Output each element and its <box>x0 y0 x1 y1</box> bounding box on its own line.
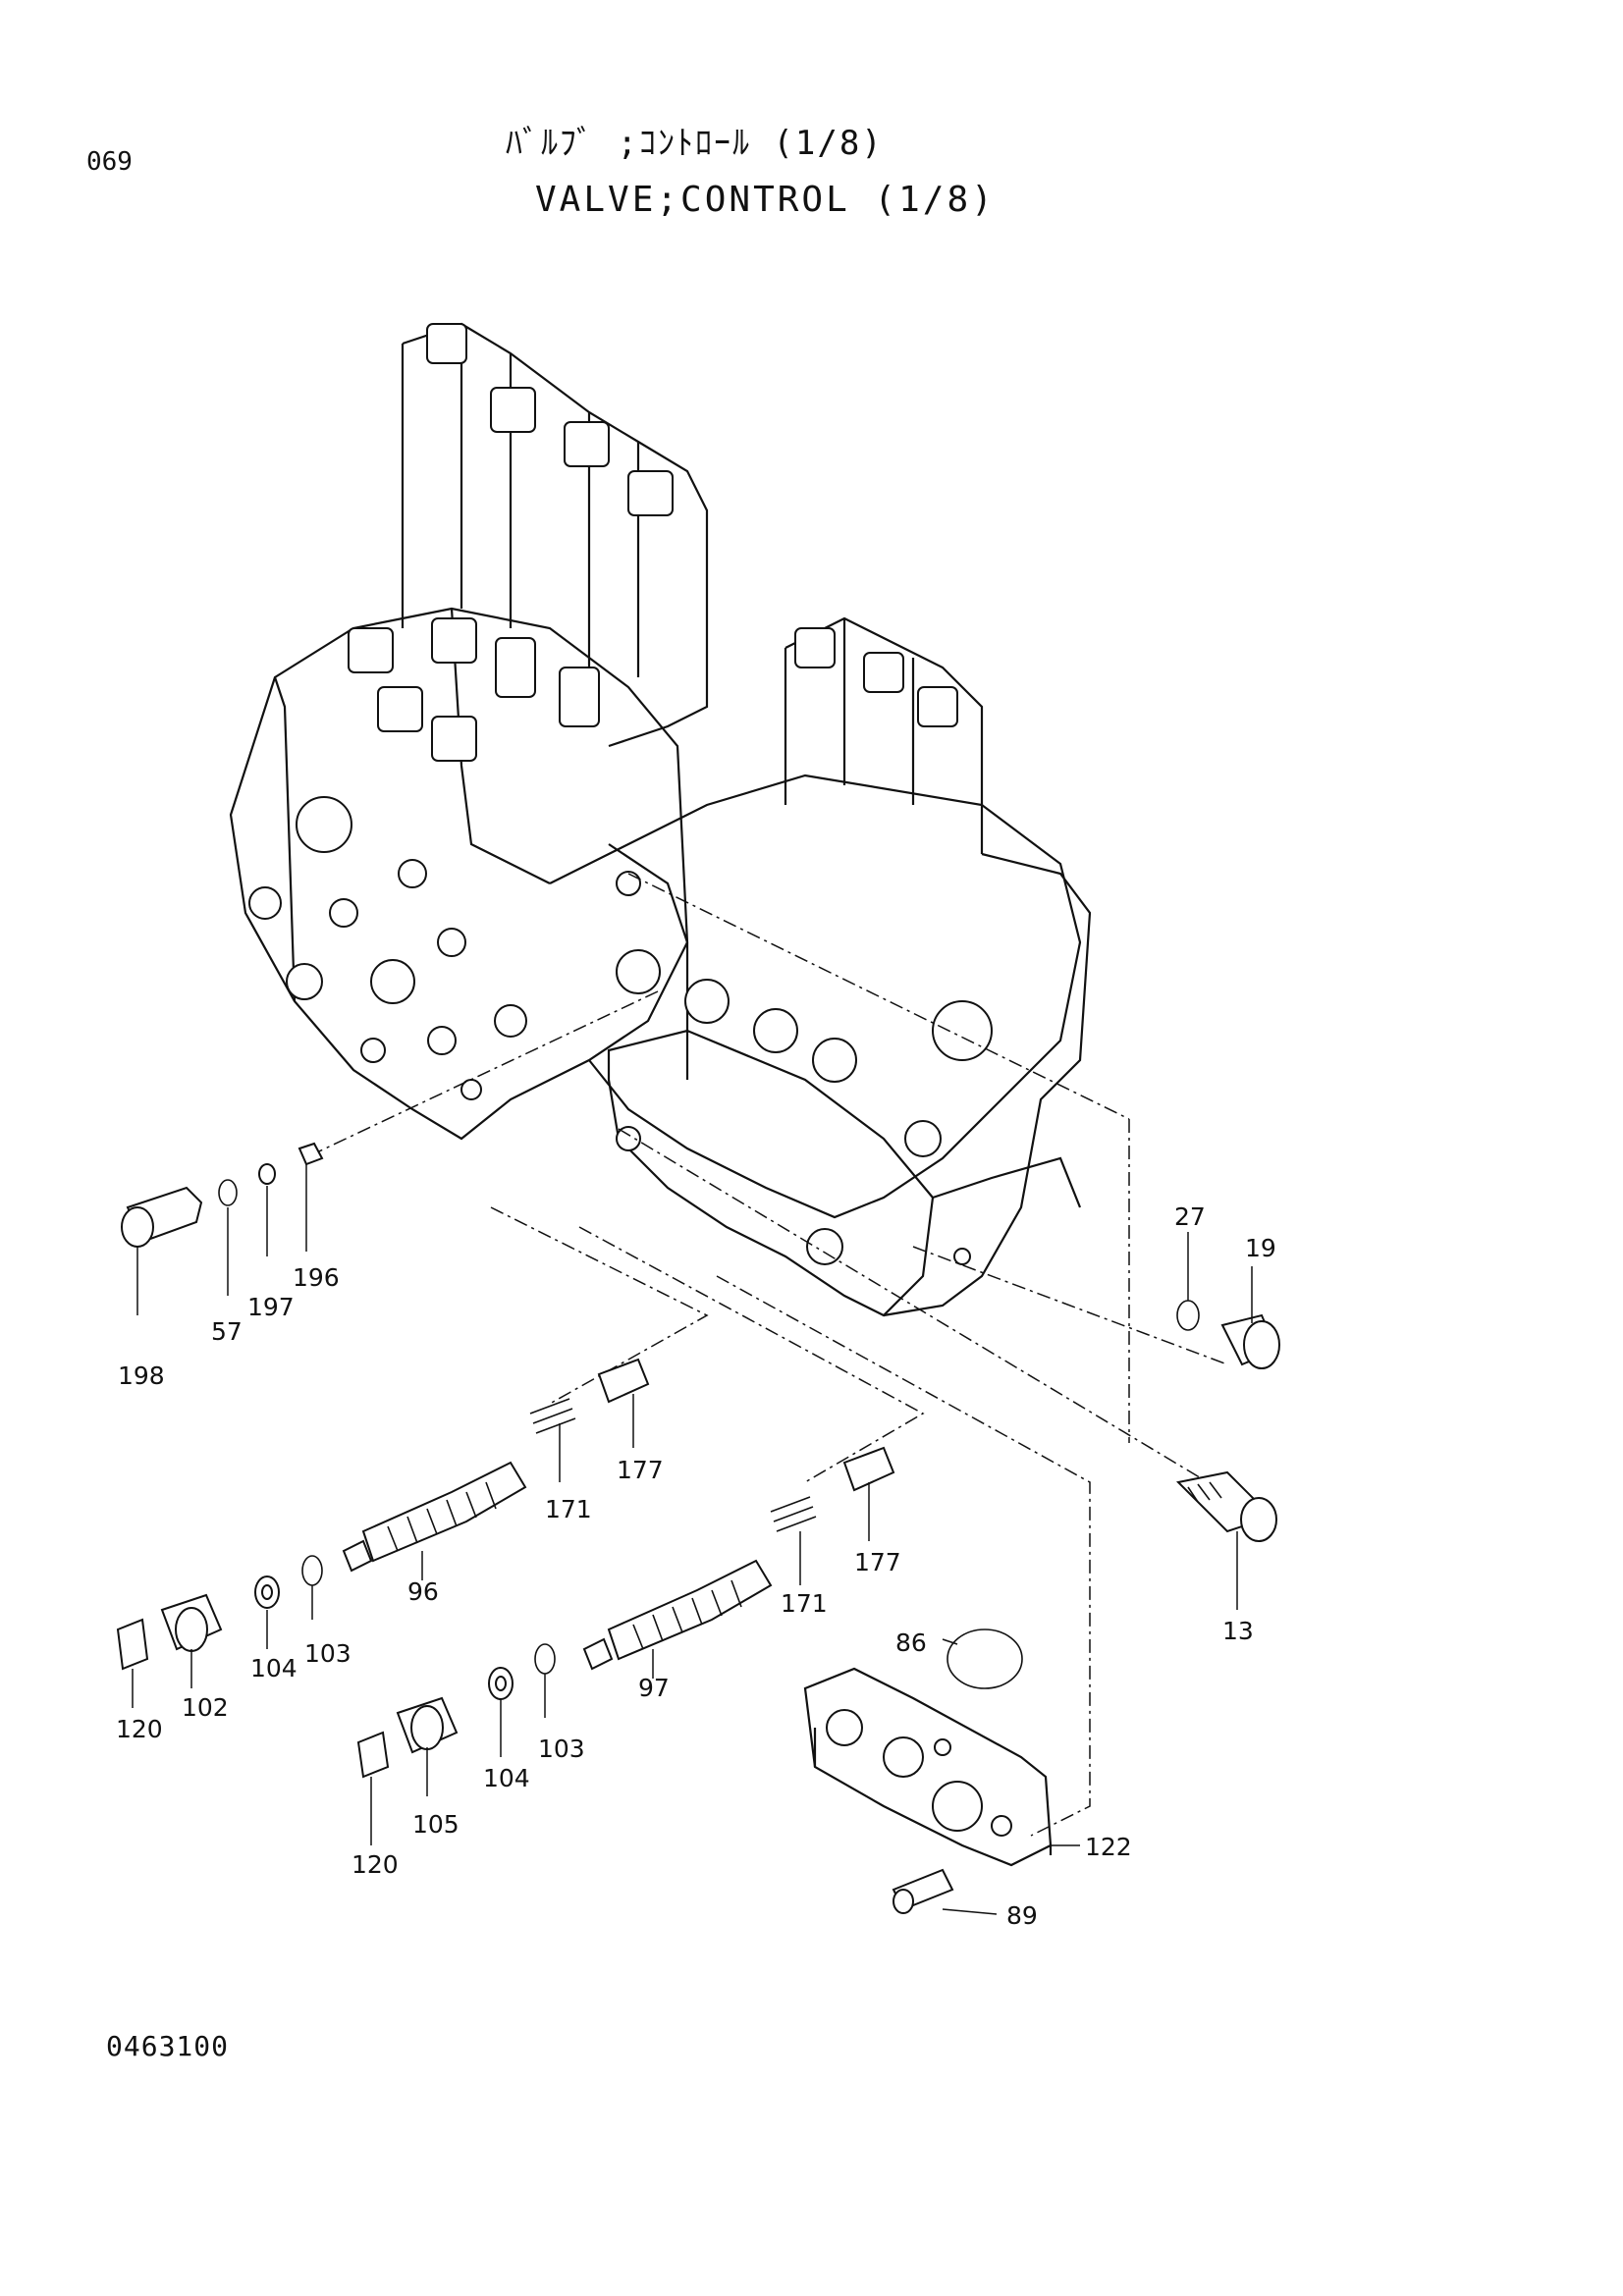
callout-177-lower: 177 <box>854 1548 901 1576</box>
callout-19: 19 <box>1245 1234 1276 1262</box>
control-valve-body <box>229 322 1092 1317</box>
title-japanese: ﾊﾞﾙﾌﾞ ;ｺﾝﾄﾛｰﾙ (1/8) <box>506 124 884 163</box>
callout-171-lower: 171 <box>781 1589 828 1618</box>
cover-122-assembly <box>803 1629 1053 1914</box>
title-english: VALVE;CONTROL (1/8) <box>535 180 996 220</box>
callout-196: 196 <box>293 1263 340 1292</box>
callout-120-upper: 120 <box>116 1715 163 1743</box>
callout-104-upper: 104 <box>250 1654 298 1682</box>
callout-103-lower: 103 <box>538 1735 585 1763</box>
drawing-code: 0463100 <box>106 2030 230 2062</box>
callout-198: 198 <box>118 1362 165 1390</box>
spool-97-assembly <box>356 1446 895 1779</box>
plug-assembly-right <box>1176 1300 1280 1369</box>
callout-57: 57 <box>211 1317 243 1346</box>
callout-numbers: 198 57 197 196 27 19 177 171 96 177 171 … <box>116 1202 1276 1930</box>
callout-120-lower: 120 <box>352 1850 399 1879</box>
bolt-13 <box>1175 1470 1277 1542</box>
callout-89: 89 <box>1006 1901 1038 1930</box>
callout-96: 96 <box>407 1577 439 1606</box>
callout-27: 27 <box>1174 1202 1206 1231</box>
callout-197: 197 <box>247 1293 295 1321</box>
callout-105: 105 <box>412 1810 460 1839</box>
callout-leaders <box>132 1164 1253 1915</box>
page-number: 069 <box>86 147 133 177</box>
callout-86: 86 <box>895 1629 927 1657</box>
callout-104-lower: 104 <box>483 1764 530 1792</box>
plug-assembly-left <box>121 1142 324 1248</box>
callout-177-upper: 177 <box>617 1456 664 1484</box>
callout-122: 122 <box>1085 1833 1132 1861</box>
callout-97: 97 <box>638 1674 670 1702</box>
spool-96-assembly <box>116 1358 650 1671</box>
callout-171-upper: 171 <box>545 1495 592 1523</box>
callout-13: 13 <box>1222 1617 1254 1645</box>
callout-103-upper: 103 <box>304 1639 352 1668</box>
callout-102: 102 <box>182 1693 229 1722</box>
center-lines <box>303 873 1258 1837</box>
